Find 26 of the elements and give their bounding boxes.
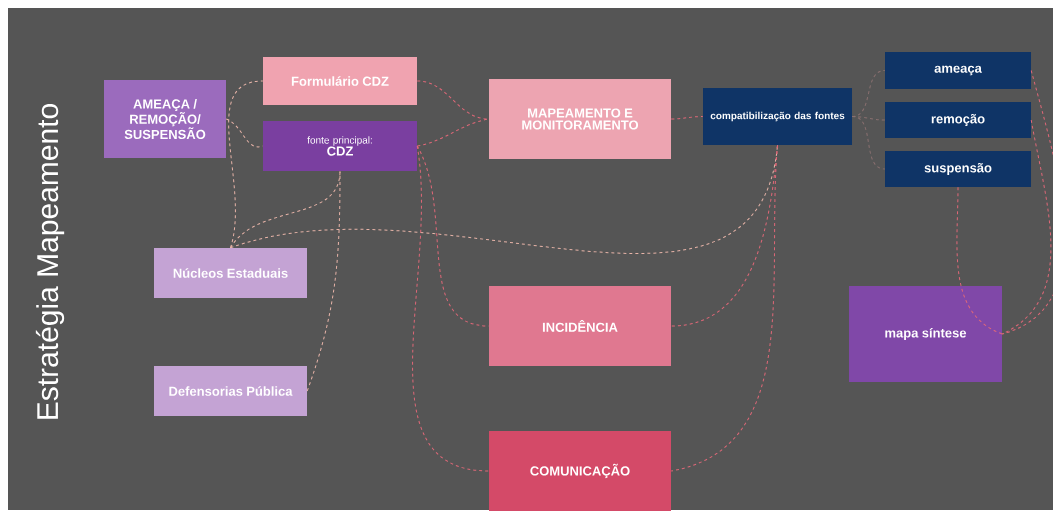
process-box: MAPEAMENTO E MONITORAMENTO [489,79,671,159]
result-box: mapa síntese [849,286,1002,382]
connector [670,144,778,472]
source-box: Formulário CDZ [263,57,417,105]
connector [956,186,1003,335]
connector [851,116,886,170]
category-box: remoção [885,102,1031,138]
connector [228,80,264,249]
partner-box: Defensorias Pública [154,366,307,416]
connector [306,170,341,392]
connector [416,118,490,147]
partner-box: Núcleos Estaduais [154,248,307,298]
connector [670,116,704,120]
source-box: fonte principal: CDZ [263,121,417,171]
category-box: ameaça [885,52,1031,89]
category-box: AMEAÇA / REMOÇÃO/ SUSPENSÃO [104,80,226,158]
category-box: suspensão [885,151,1031,187]
process-box: compatibilização das fontes [703,88,852,145]
output-box: COMUNICAÇÃO [489,431,671,511]
connector [1001,70,1053,335]
connector [412,145,490,472]
title: Estratégia Mapeamento [35,104,65,419]
connector [225,118,264,148]
output-box: INCIDÊNCIA [489,286,671,366]
connector [416,145,490,327]
connector [1001,119,1052,335]
